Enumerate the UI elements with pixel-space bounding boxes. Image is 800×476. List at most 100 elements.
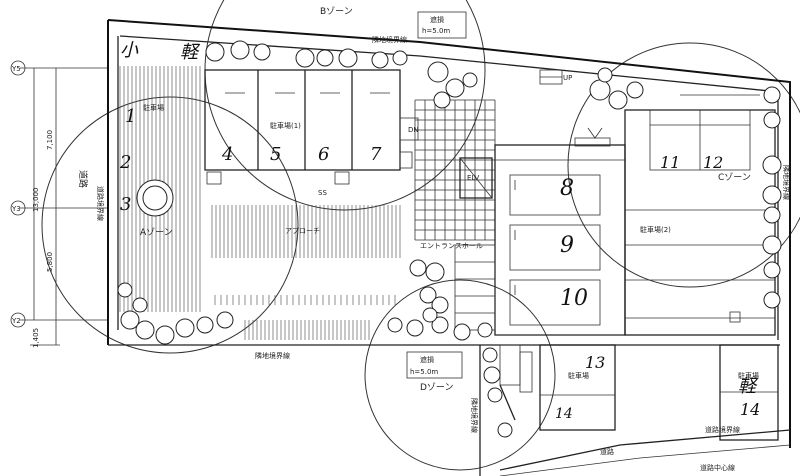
parking-small-label: 駐車場 — [143, 103, 164, 112]
tree — [155, 325, 175, 345]
tree — [462, 72, 478, 88]
zone-a-circle — [41, 96, 299, 354]
boundary-left-label: 道路境界線 — [96, 186, 105, 221]
tree — [763, 86, 781, 104]
tree — [608, 90, 628, 110]
svg-text:3: 3 — [120, 194, 131, 215]
tree — [497, 422, 513, 438]
tree — [626, 81, 644, 99]
tree — [419, 286, 437, 304]
tree — [763, 261, 781, 279]
zone-c-label: Cゾーン — [718, 172, 751, 183]
tree — [117, 282, 133, 298]
tree — [230, 40, 250, 60]
hatch-arcade — [211, 205, 401, 258]
zone-d-circle — [364, 279, 556, 471]
svg-text:8: 8 — [560, 176, 574, 201]
svg-text:軽: 軽 — [738, 376, 759, 397]
tree — [425, 262, 445, 282]
tree — [132, 297, 148, 313]
svg-text:小: 小 — [120, 40, 139, 61]
tree — [371, 51, 389, 69]
tree — [216, 311, 234, 329]
svg-text:6: 6 — [318, 144, 329, 165]
boundary-bottom-label: 隣地境界線 — [255, 351, 290, 360]
grid-bubble-y2 — [10, 312, 26, 328]
tree — [762, 185, 782, 205]
tree — [409, 259, 427, 277]
boundary-road-label: 道路境界線 — [705, 425, 740, 434]
zone-a-label: Aゾーン — [140, 227, 173, 238]
dim-5800: 5,800 — [46, 252, 54, 272]
entrance-hall-label: エントランスホール — [420, 242, 483, 250]
svg-text:13: 13 — [585, 353, 605, 372]
zone-d-label: Dゾーン — [420, 382, 453, 393]
trees — [117, 40, 782, 438]
tree — [453, 323, 471, 341]
tree — [392, 50, 408, 66]
parking-1-label: 駐車場(1) — [270, 121, 301, 130]
tree — [205, 42, 225, 62]
tree — [196, 316, 214, 334]
tree — [589, 79, 611, 101]
grid-bubble-y3 — [10, 200, 26, 216]
road-left-label: 道路 — [77, 170, 89, 188]
tree — [387, 317, 403, 333]
zone-c-circle — [567, 42, 800, 288]
svg-text:14: 14 — [555, 406, 573, 422]
tree — [762, 235, 782, 255]
tree — [338, 48, 358, 68]
dn-label: DN — [408, 126, 419, 134]
tree — [295, 48, 315, 68]
svg-text:5: 5 — [270, 144, 281, 165]
tree — [175, 318, 195, 338]
arcade-label: アプローチ — [285, 227, 320, 235]
shading-box-top: 遮損 h=5.0m — [417, 11, 467, 39]
parking-3-label: 駐車場 — [568, 371, 589, 380]
boundary-top-label: 隣地境界線 — [372, 35, 407, 44]
svg-text:9: 9 — [560, 233, 574, 258]
tree — [482, 347, 498, 363]
svg-text:4: 4 — [221, 144, 233, 165]
grid-bubble-y5 — [10, 60, 26, 76]
tree — [406, 319, 424, 337]
svg-text:14: 14 — [740, 400, 760, 419]
tree — [445, 78, 465, 98]
svg-text:h=5.0m: h=5.0m — [422, 27, 450, 35]
ss-label: SS — [318, 189, 327, 197]
tree — [422, 307, 438, 323]
svg-text:1: 1 — [125, 106, 136, 127]
up-label: UP — [563, 74, 572, 82]
svg-text:遮損: 遮損 — [420, 355, 434, 364]
feature-tree-a — [136, 179, 174, 217]
parking-4-label: 駐車場 — [738, 371, 759, 380]
svg-text:軽: 軽 — [180, 42, 201, 63]
svg-text:2: 2 — [119, 152, 131, 173]
grid-label-y5: Y5 — [11, 65, 21, 73]
site-outline — [107, 19, 791, 476]
dim-7100: 7,100 — [46, 130, 54, 150]
elevator-label: ELV — [467, 174, 480, 182]
tree — [487, 387, 503, 403]
zone-b-label: Bゾーン — [320, 6, 353, 17]
tree — [763, 291, 781, 309]
svg-text:12: 12 — [703, 153, 723, 172]
tree — [427, 61, 449, 83]
road-center-label: 道路中心線 — [700, 463, 735, 472]
grid-label-y3: Y3 — [11, 205, 21, 213]
svg-text:10: 10 — [560, 286, 588, 311]
grid-label-y2: Y2 — [11, 317, 21, 325]
boundary-d-label: 隣地境界線 — [470, 398, 479, 433]
tree — [763, 111, 781, 129]
hatch-left-parking — [119, 66, 201, 312]
road-bottom-label: 道路 — [600, 447, 614, 456]
parking-bottom — [499, 344, 779, 441]
shading-box-bottom: 遮損 h=5.0m — [406, 351, 463, 379]
tree — [120, 310, 140, 330]
tree — [433, 91, 451, 109]
tree — [763, 206, 781, 224]
parking-2-label: 駐車場(2) — [640, 225, 671, 234]
zone-circles — [41, 0, 800, 471]
svg-text:11: 11 — [660, 153, 680, 172]
